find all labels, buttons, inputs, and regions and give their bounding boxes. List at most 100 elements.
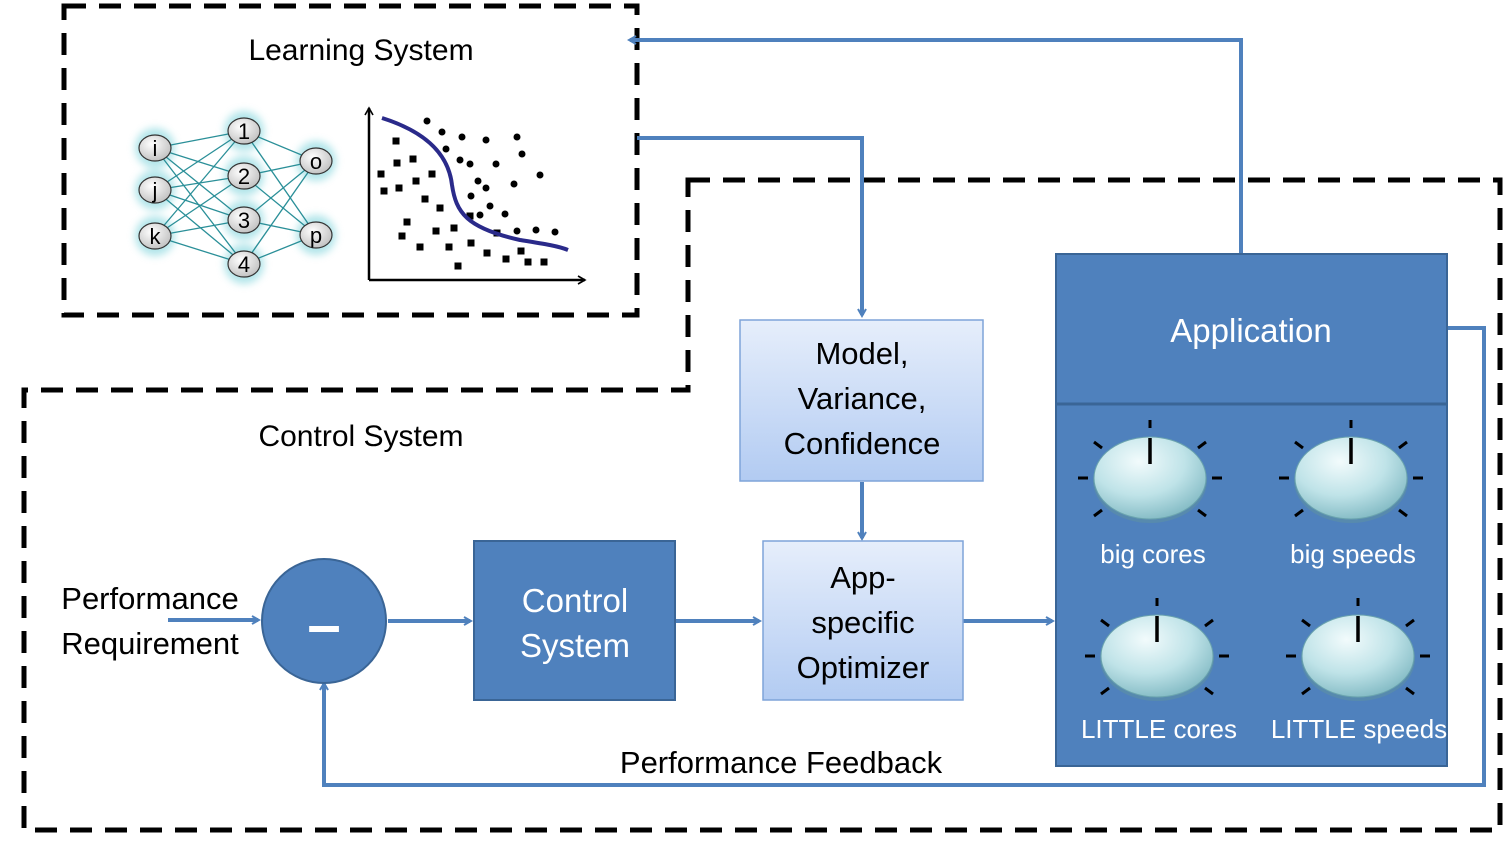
- nn-hidden-node-label: 3: [238, 208, 250, 233]
- input-label-line1: Performance: [61, 581, 238, 616]
- comparator-node[interactable]: –: [261, 558, 387, 684]
- arrows: [168, 40, 1486, 787]
- minus-sign: –: [307, 591, 340, 658]
- nn-input-node: k: [138, 222, 172, 250]
- scatter-point: [492, 160, 500, 168]
- scatter-point: [482, 136, 490, 144]
- nn-hidden-node: 2: [227, 162, 261, 190]
- model-block-line2: Variance,: [798, 381, 927, 416]
- scatter-point: [483, 249, 491, 257]
- scatter-point: [403, 218, 411, 226]
- nn-output-node-label: p: [310, 223, 322, 248]
- nn-hidden-node: 4: [227, 250, 261, 278]
- scatter-point: [482, 184, 490, 192]
- scatter-point: [428, 170, 436, 178]
- scatter-point: [524, 258, 532, 266]
- nn-input-node: j: [138, 176, 172, 204]
- model-block-line1: Model,: [815, 336, 908, 371]
- control-system-region: [21, 177, 1503, 833]
- nn-hidden-node: 1: [227, 117, 261, 145]
- nn-hidden-node: 3: [227, 206, 261, 234]
- scatter-point: [436, 204, 444, 212]
- model-block-line3: Confidence: [784, 426, 941, 461]
- app-to-learning-arrow: [630, 40, 1243, 255]
- scatter-point: [423, 117, 431, 125]
- control-system-block[interactable]: Control System: [473, 540, 676, 701]
- control-block-line1: Control: [522, 582, 628, 619]
- scatter-point: [551, 228, 559, 236]
- scatter-point: [445, 243, 453, 251]
- scatter-point: [409, 155, 417, 163]
- knob-label: LITTLE cores: [1081, 714, 1237, 744]
- neural-network-icon: ijk 1 2 3 4 o p: [135, 111, 336, 284]
- scatter-point: [476, 211, 484, 219]
- scatter-point: [540, 258, 548, 266]
- nn-hidden-node-label: 1: [238, 119, 250, 144]
- scatter-point: [416, 243, 424, 251]
- scatter-point: [458, 133, 466, 141]
- input-label-line2: Requirement: [61, 626, 239, 661]
- dial-knob-icon: [1093, 436, 1207, 523]
- scatter-point: [454, 262, 462, 270]
- scatter-point: [398, 232, 406, 240]
- knob-control[interactable]: LITTLE cores: [1081, 598, 1237, 744]
- scatter-point: [393, 159, 401, 167]
- optimizer-block-line2: specific: [811, 605, 914, 640]
- scatter-point: [421, 195, 429, 203]
- scatter-point: [518, 150, 526, 158]
- knob-control[interactable]: big speeds: [1279, 420, 1423, 569]
- knob-control[interactable]: LITTLE speeds: [1271, 598, 1447, 744]
- learning-to-model-arrow: [637, 136, 862, 315]
- optimizer-block-line3: Optimizer: [797, 650, 930, 685]
- scatter-point: [438, 128, 446, 136]
- nn-input-node-label: k: [150, 224, 162, 249]
- scatter-point: [466, 212, 474, 220]
- scatter-point: [467, 239, 475, 247]
- learning-system-region: [61, 3, 640, 318]
- control-block-line2: System: [520, 627, 630, 664]
- knob-label: big cores: [1100, 539, 1206, 569]
- scatter-point: [536, 171, 544, 179]
- scatter-point: [412, 177, 420, 185]
- scatter-point: [517, 247, 525, 255]
- scatter-point: [486, 202, 494, 210]
- scatter-point: [510, 180, 518, 188]
- nn-hidden-node-label: 2: [238, 164, 250, 189]
- scatter-point: [467, 192, 475, 200]
- dial-knob-icon: [1294, 436, 1408, 523]
- scatter-point: [456, 156, 464, 164]
- nn-input-node-label: i: [153, 136, 158, 161]
- application-title: Application: [1170, 312, 1331, 349]
- scatter-point: [502, 255, 510, 263]
- scatter-point: [392, 137, 400, 145]
- knob-label: LITTLE speeds: [1271, 714, 1447, 744]
- scatter-point: [380, 187, 388, 195]
- scatter-point: [432, 227, 440, 235]
- optimizer-block[interactable]: App- specific Optimizer: [762, 540, 964, 701]
- scatter-point: [466, 160, 474, 168]
- scatter-point: [442, 145, 450, 153]
- knob-control[interactable]: big cores: [1078, 420, 1222, 569]
- learning-system-title: Learning System: [248, 34, 473, 67]
- optimizer-block-line1: App-: [830, 560, 895, 595]
- scatter-point: [395, 184, 403, 192]
- nn-hidden-node-label: 4: [238, 252, 250, 277]
- control-region-title: Control System: [258, 420, 463, 453]
- scatter-point: [513, 227, 521, 235]
- scatter-point: [474, 177, 482, 185]
- scatter-point: [532, 226, 540, 234]
- scatter-point: [513, 133, 521, 141]
- feedback-label: Performance Feedback: [620, 745, 943, 780]
- model-variance-block[interactable]: Model, Variance, Confidence: [739, 319, 984, 482]
- scatter-point: [377, 170, 385, 178]
- nn-input-node-label: j: [152, 178, 158, 203]
- nn-output-node-label: o: [310, 149, 322, 174]
- fit-curve: [381, 116, 569, 252]
- knob-label: big speeds: [1290, 539, 1416, 569]
- scatter-point: [450, 224, 458, 232]
- feedback-arrow: [324, 326, 1486, 787]
- scatter-curve-icon: [364, 106, 587, 285]
- dial-knob-icon: [1301, 614, 1415, 701]
